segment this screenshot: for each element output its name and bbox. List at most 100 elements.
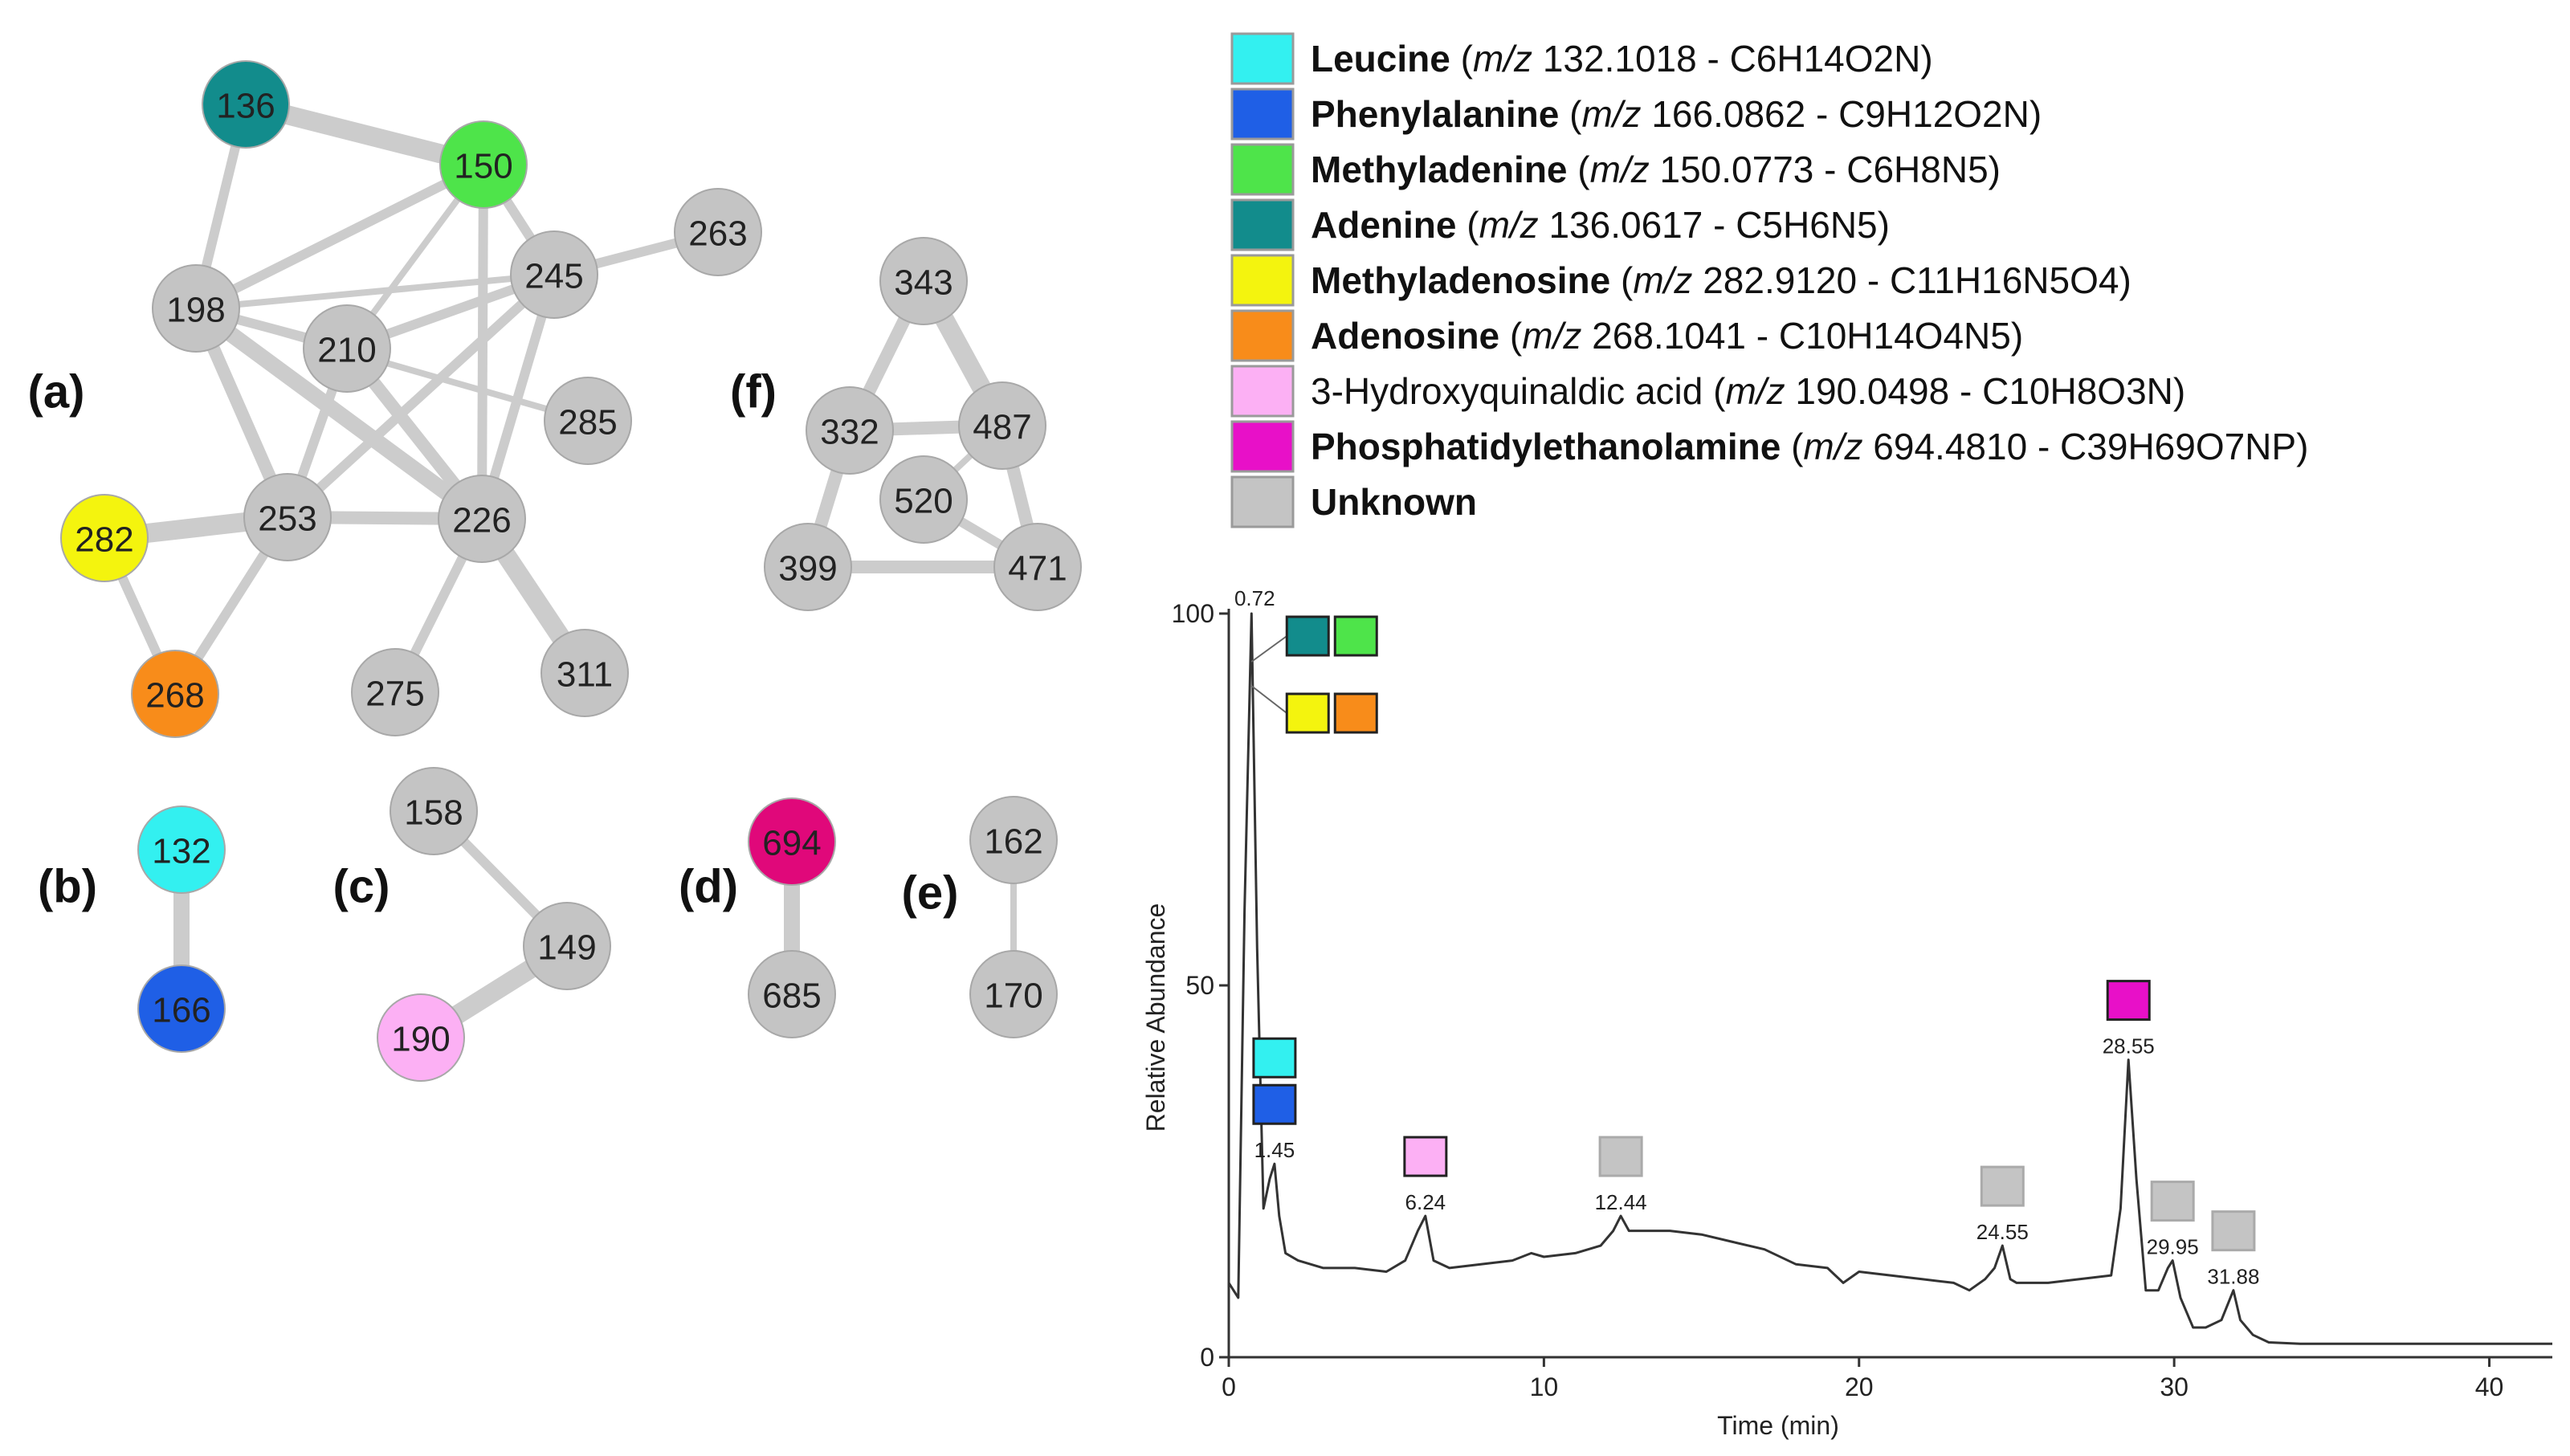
node-label-685: 685 bbox=[762, 977, 821, 1016]
legend-item-adenine: Adenine (m/z 136.0617 - C5H6N5) bbox=[1230, 198, 1890, 251]
peak-24.55: 24.55 bbox=[1976, 1165, 2029, 1244]
node-circle-311 bbox=[541, 629, 629, 717]
peak-marker-methyladenine bbox=[1333, 615, 1378, 657]
node-circle-685 bbox=[748, 950, 836, 1038]
node-162: 162 bbox=[969, 796, 1058, 884]
node-circle-170 bbox=[969, 950, 1058, 1038]
node-149: 149 bbox=[523, 902, 611, 990]
node-circle-487 bbox=[958, 381, 1046, 470]
legend-label-pe: Phosphatidylethanolamine (m/z 694.4810 -… bbox=[1311, 426, 2308, 467]
peak-marker-unknown bbox=[2150, 1181, 2195, 1222]
node-471: 471 bbox=[993, 523, 1082, 611]
node-332: 332 bbox=[806, 386, 894, 475]
node-190: 190 bbox=[377, 993, 465, 1082]
node-487: 487 bbox=[958, 381, 1046, 470]
node-circle-132 bbox=[137, 805, 226, 894]
legend-item-methyladenosine: Methyladenosine (m/z 282.9120 - C11H16N5… bbox=[1230, 254, 2131, 307]
node-label-158: 158 bbox=[404, 793, 463, 833]
peak-marker-pe bbox=[2106, 980, 2151, 1022]
node-label-311: 311 bbox=[557, 655, 613, 695]
legend-label-adenosine: Adenosine (m/z 268.1041 - C10H14O4N5) bbox=[1311, 315, 2023, 357]
x-tick-label-0: 0 bbox=[1222, 1372, 1236, 1401]
peak-marker-phenylalanine bbox=[1252, 1083, 1297, 1125]
node-label-520: 520 bbox=[894, 482, 953, 521]
peak-12.44: 12.44 bbox=[1595, 1136, 1647, 1214]
peak-leader-line bbox=[1250, 635, 1287, 663]
peak-marker-unknown bbox=[1980, 1165, 2025, 1207]
node-label-343: 343 bbox=[894, 263, 953, 303]
legend-label-methyladenosine: Methyladenosine (m/z 282.9120 - C11H16N5… bbox=[1311, 259, 2131, 301]
peak-marker-hydroxyquinaldic bbox=[1403, 1136, 1448, 1177]
peak-1.45: 1.45 bbox=[1252, 1037, 1297, 1162]
y-tick-label-50: 50 bbox=[1185, 971, 1214, 1000]
peak-28.55: 28.55 bbox=[2103, 980, 2155, 1058]
edge-150-198 bbox=[191, 160, 488, 313]
x-tick-label-30: 30 bbox=[2160, 1372, 2189, 1401]
node-label-253: 253 bbox=[258, 500, 316, 539]
node-label-190: 190 bbox=[391, 1020, 450, 1059]
node-275: 275 bbox=[351, 648, 439, 736]
node-circle-150 bbox=[439, 120, 528, 209]
node-label-487: 487 bbox=[973, 408, 1031, 447]
legend-item-adenosine: Adenosine (m/z 268.1041 - C10H14O4N5) bbox=[1230, 309, 2023, 362]
edge-198-245 bbox=[193, 271, 557, 312]
node-label-285: 285 bbox=[558, 403, 617, 443]
node-520: 520 bbox=[879, 455, 968, 544]
node-694: 694 bbox=[748, 797, 836, 886]
legend-item-hydroxyquinaldic: 3-Hydroxyquinaldic acid (m/z 190.0498 - … bbox=[1230, 365, 2185, 418]
node-label-471: 471 bbox=[1008, 549, 1067, 589]
peak-label: 6.24 bbox=[1405, 1190, 1446, 1214]
node-circle-226 bbox=[438, 475, 526, 563]
panel-label-e: (e) bbox=[902, 867, 959, 920]
edge-198-285 bbox=[193, 305, 591, 424]
peak-label: 0.72 bbox=[1234, 586, 1275, 610]
node-circle-520 bbox=[879, 455, 968, 544]
y-tick-label-0: 0 bbox=[1200, 1343, 1214, 1372]
peak-marker-adenosine bbox=[1333, 692, 1378, 734]
legend-item-methyladenine: Methyladenine (m/z 150.0773 - C6H8N5) bbox=[1230, 143, 2001, 196]
legend: Leucine (m/z 132.1018 - C6H14O2N) Phenyla… bbox=[1230, 32, 2308, 528]
legend-item-leucine: Leucine (m/z 132.1018 - C6H14O2N) bbox=[1230, 32, 1933, 85]
node-label-198: 198 bbox=[166, 291, 225, 330]
node-circle-694 bbox=[748, 797, 836, 886]
node-circle-471 bbox=[993, 523, 1082, 611]
legend-swatch-phenylalanine bbox=[1230, 88, 1295, 141]
node-circle-282 bbox=[60, 494, 149, 582]
peak-6.24: 6.24 bbox=[1403, 1136, 1448, 1214]
legend-label-hydroxyquinaldic: 3-Hydroxyquinaldic acid (m/z 190.0498 - … bbox=[1311, 370, 2185, 412]
peak-29.95: 29.95 bbox=[2147, 1181, 2199, 1259]
node-label-170: 170 bbox=[984, 977, 1042, 1016]
peak-marker-leucine bbox=[1252, 1037, 1297, 1079]
node-label-245: 245 bbox=[524, 257, 583, 296]
node-label-268: 268 bbox=[145, 676, 204, 716]
node-circle-268 bbox=[131, 650, 219, 738]
legend-label-phenylalanine: Phenylalanine (m/z 166.0862 - C9H12O2N) bbox=[1311, 93, 2042, 135]
peak-label: 12.44 bbox=[1595, 1190, 1647, 1214]
node-label-166: 166 bbox=[152, 991, 210, 1030]
node-circle-253 bbox=[243, 473, 332, 561]
node-circle-285 bbox=[544, 377, 632, 465]
legend-item-pe: Phosphatidylethanolamine (m/z 694.4810 -… bbox=[1230, 420, 2308, 473]
x-tick-label-20: 20 bbox=[1845, 1372, 1874, 1401]
legend-swatch-pe bbox=[1230, 420, 1295, 473]
legend-swatch-hydroxyquinaldic bbox=[1230, 365, 1295, 418]
node-253: 253 bbox=[243, 473, 332, 561]
peak-label: 28.55 bbox=[2103, 1034, 2155, 1058]
peak-label: 29.95 bbox=[2147, 1235, 2199, 1259]
node-circle-275 bbox=[351, 648, 439, 736]
node-263: 263 bbox=[674, 188, 762, 276]
node-label-332: 332 bbox=[820, 413, 879, 452]
edge-245-253 bbox=[283, 270, 559, 522]
peak-marker-methyladenosine bbox=[1285, 692, 1330, 734]
node-label-226: 226 bbox=[452, 501, 511, 540]
legend-swatch-unknown bbox=[1230, 475, 1295, 528]
node-circle-332 bbox=[806, 386, 894, 475]
legend-label-leucine: Leucine (m/z 132.1018 - C6H14O2N) bbox=[1311, 38, 1933, 80]
node-label-275: 275 bbox=[365, 675, 424, 714]
legend-label-adenine: Adenine (m/z 136.0617 - C5H6N5) bbox=[1311, 204, 1890, 246]
x-tick-label-10: 10 bbox=[1530, 1372, 1559, 1401]
node-label-263: 263 bbox=[688, 214, 747, 254]
node-label-132: 132 bbox=[152, 832, 210, 871]
